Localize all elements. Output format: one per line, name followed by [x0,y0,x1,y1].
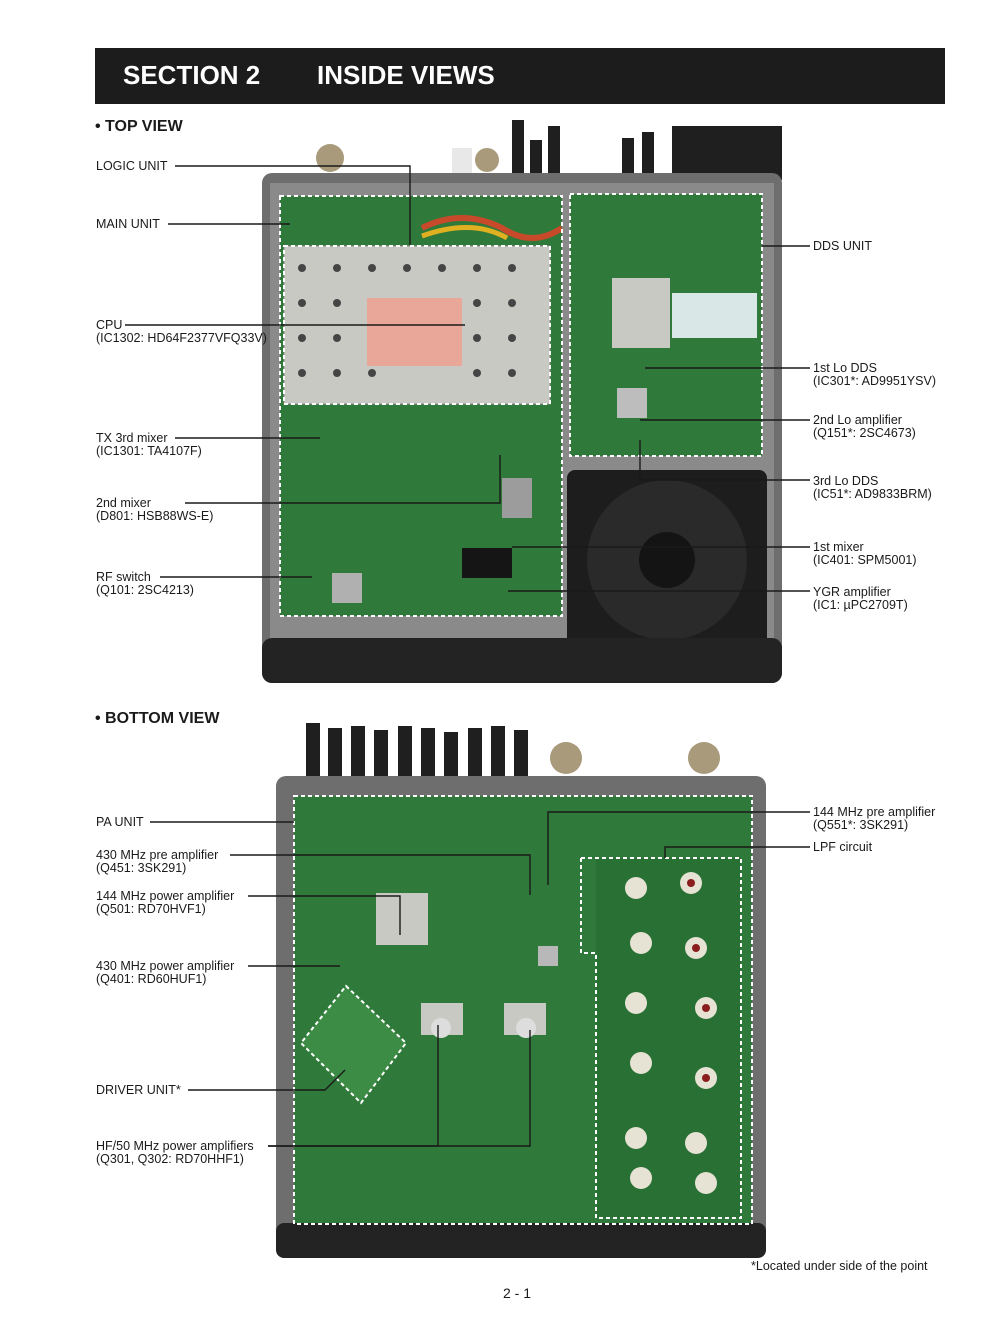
label-430-pre-amplifier: 430 MHz pre amplifier(Q451: 3SK291) [96,848,219,875]
label-dds-unit: DDS UNIT [813,239,873,253]
footnote: *Located under side of the point [751,1259,928,1273]
top-view-heading: • TOP VIEW [95,118,183,135]
label-logic-unit: LOGIC UNIT [96,159,168,173]
label-rf-switch: RF switch(Q101: 2SC4213) [96,570,194,597]
section-header: SECTION 2 INSIDE VIEWS [95,48,945,104]
label-1st-lo-dds: 1st Lo DDS(IC301*: AD9951YSV) [813,361,936,388]
label-main-unit: MAIN UNIT [96,217,160,231]
label-1st-mixer: 1st mixer(IC401: SPM5001) [813,540,917,567]
label-lpf-circuit: LPF circuit [813,840,873,854]
label-hf-50-power-amplifiers: HF/50 MHz power amplifiers(Q301, Q302: R… [96,1139,254,1166]
label-144-power-amplifier: 144 MHz power amplifier(Q501: RD70HVF1) [96,889,235,916]
label-tx-3rd-mixer: TX 3rd mixer(IC1301: TA4107F) [96,431,202,458]
top-view-photo [262,120,782,683]
label-ygr-amplifier: YGR amplifier(IC1: µPC2709T) [813,585,908,612]
label-2nd-lo-amplifier: 2nd Lo amplifier(Q151*: 2SC4673) [813,413,916,440]
bottom-view-heading: • BOTTOM VIEW [95,710,220,727]
label-3rd-lo-dds: 3rd Lo DDS(IC51*: AD9833BRM) [813,474,932,501]
label-cpu: CPU(IC1302: HD64F2377VFQ33V) [96,318,267,345]
label-430-power-amplifier: 430 MHz power amplifier(Q401: RD60HUF1) [96,959,235,986]
page-number: 2 - 1 [503,1285,532,1301]
section-number: SECTION 2 [123,60,261,90]
label-pa-unit: PA UNIT [96,815,144,829]
label-2nd-mixer: 2nd mixer(D801: HSB88WS-E) [96,496,214,523]
section-title: INSIDE VIEWS [317,60,495,90]
label-144-pre-amplifier: 144 MHz pre amplifier(Q551*: 3SK291) [813,805,936,832]
label-driver-unit: DRIVER UNIT* [96,1083,181,1097]
